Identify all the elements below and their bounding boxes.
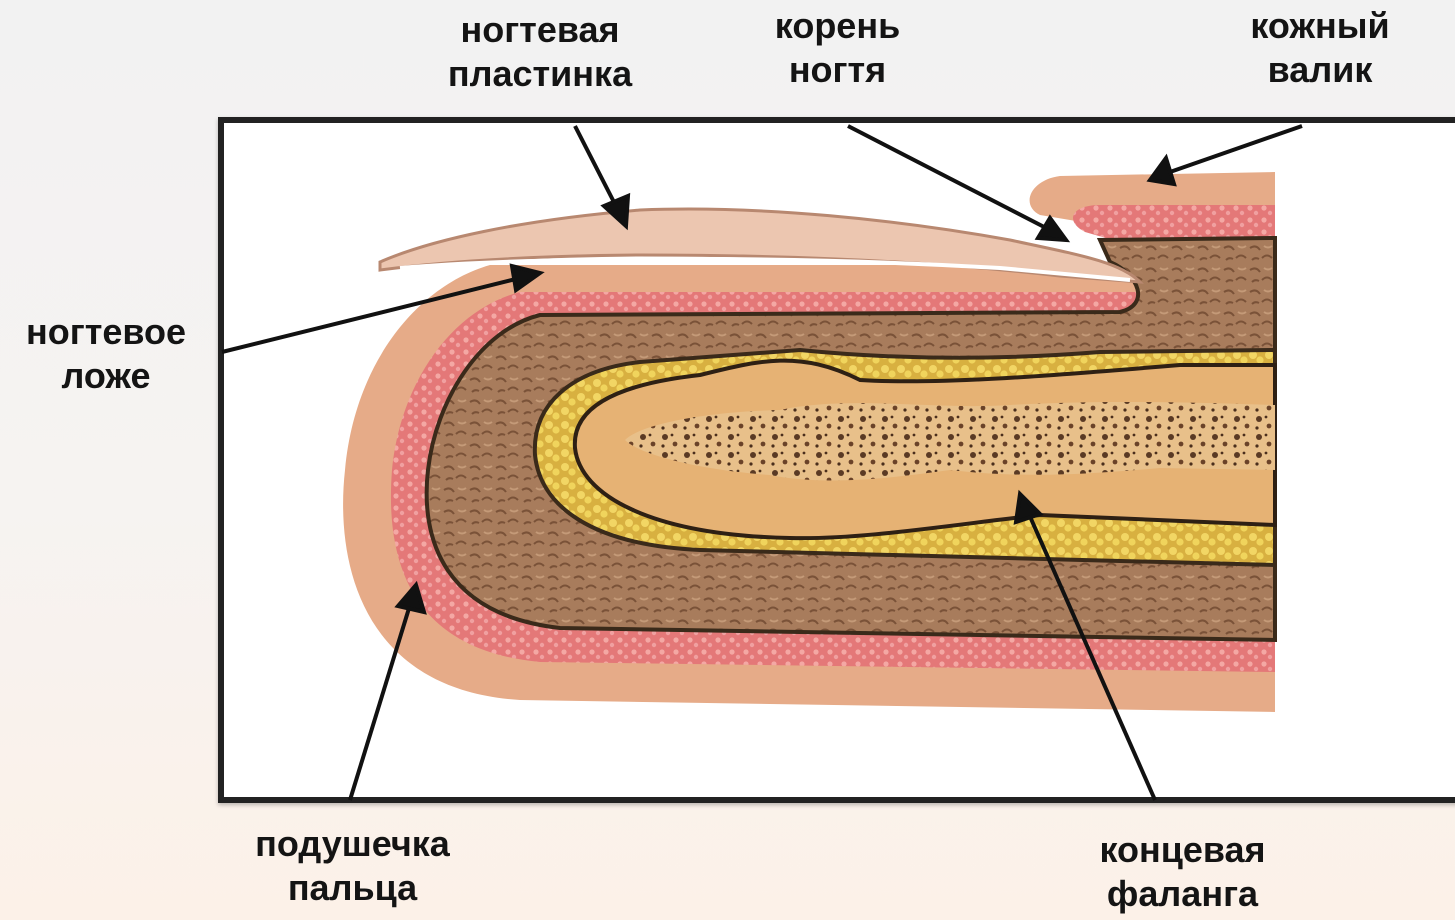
arrow-nail-plate [575,126,618,210]
label-nail-bed-line1: ногтевое [6,310,206,354]
label-nail-plate-line1: ногтевая [425,8,655,52]
label-nail-plate-line2: пластинка [425,52,655,96]
label-nail-root: корень ногтя [745,4,930,92]
label-finger-pad-line2: пальца [230,866,475,910]
label-nail-bed: ногтевое ложе [6,310,206,398]
label-skin-fold: кожный валик [1230,4,1410,92]
label-skin-fold-line2: валик [1230,48,1410,92]
arrow-skin-fold [1170,126,1302,172]
label-skin-fold-line1: кожный [1230,4,1410,48]
label-nail-plate: ногтевая пластинка [425,8,655,96]
arrowhead-nail-root [1038,218,1066,240]
label-nail-bed-line2: ложе [6,354,206,398]
label-nail-root-line2: ногтя [745,48,930,92]
arrow-nail-root [848,126,1050,230]
label-distal-phalanx: концевая фаланга [1075,828,1290,916]
label-nail-root-line1: корень [745,4,930,48]
label-distal-phalanx-line1: концевая [1075,828,1290,872]
arrow-finger-pad [350,605,410,800]
arrowhead-skin-fold [1150,158,1174,184]
label-finger-pad-line1: подушечка [230,822,475,866]
label-distal-phalanx-line2: фаланга [1075,872,1290,916]
label-finger-pad: подушечка пальца [230,822,475,910]
